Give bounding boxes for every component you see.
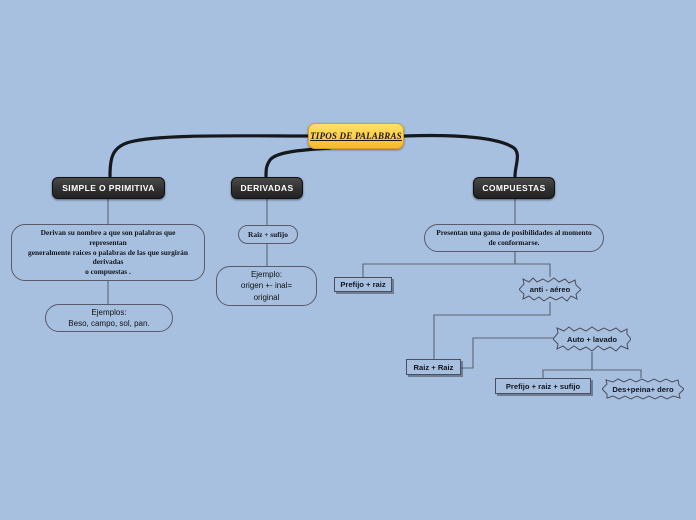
main-branch-connectors: [108, 133, 519, 178]
simple-description-text: Derivan su nombre a que son palabras que…: [28, 227, 188, 277]
burst-shape: [553, 326, 631, 352]
simple-examples-box[interactable]: Ejemplos: Beso, campo, sol, pan.: [45, 304, 173, 332]
node-label: Auto + lavado: [566, 334, 617, 344]
derivadas-example-box[interactable]: Ejemplo: origen +- inal= original: [216, 266, 317, 306]
node-label: Prefijo + raiz: [340, 280, 386, 289]
simple-description-box[interactable]: Derivan su nombre a que son palabras que…: [11, 224, 205, 281]
node-auto-lavado[interactable]: Auto + lavado: [553, 326, 631, 352]
compuestas-description-text: Presentan una gama de posibilidades al m…: [436, 228, 592, 247]
root-label: TIPOS DE PALABRAS: [310, 131, 402, 141]
compuestas-description-box[interactable]: Presentan una gama de posibilidades al m…: [424, 224, 604, 252]
sub-branch-connectors: [107, 198, 642, 378]
node-prefijo-raiz-sufijo[interactable]: Prefijo + raiz + sufijo: [495, 378, 591, 394]
node-prefijo-raiz[interactable]: Prefijo + raiz: [334, 277, 392, 292]
category-label: SIMPLE O PRIMITIVA: [62, 183, 155, 193]
category-label: COMPUESTAS: [482, 183, 546, 193]
category-label: DERIVADAS: [240, 183, 294, 193]
derivadas-formula-label: Raiz + sufijo: [248, 229, 288, 239]
node-label: Prefijo + raiz + sufijo: [505, 381, 581, 391]
node-anti-aereo[interactable]: anti - aéreo: [519, 277, 581, 302]
node-label: anti - aéreo: [529, 285, 571, 294]
simple-examples-text: Ejemplos: Beso, campo, sol, pan.: [68, 307, 150, 328]
root-node[interactable]: TIPOS DE PALABRAS: [308, 123, 404, 149]
category-simple-o-primitiva[interactable]: SIMPLE O PRIMITIVA: [52, 177, 165, 199]
burst-shape: [519, 277, 581, 302]
derivadas-formula-box[interactable]: Raiz + sufijo: [238, 225, 298, 244]
node-label: Raiz + Raiz: [413, 362, 454, 372]
burst-shape: [602, 378, 684, 400]
node-des-peina-dero[interactable]: Des+peina+ dero: [602, 378, 684, 400]
node-label: Des+peina+ dero: [612, 384, 674, 394]
category-compuestas[interactable]: COMPUESTAS: [473, 177, 555, 199]
derivadas-example-text: Ejemplo: origen +- inal= original: [240, 270, 293, 302]
node-raiz-raiz[interactable]: Raiz + Raiz: [406, 359, 461, 375]
category-derivadas[interactable]: DERIVADAS: [231, 177, 303, 199]
